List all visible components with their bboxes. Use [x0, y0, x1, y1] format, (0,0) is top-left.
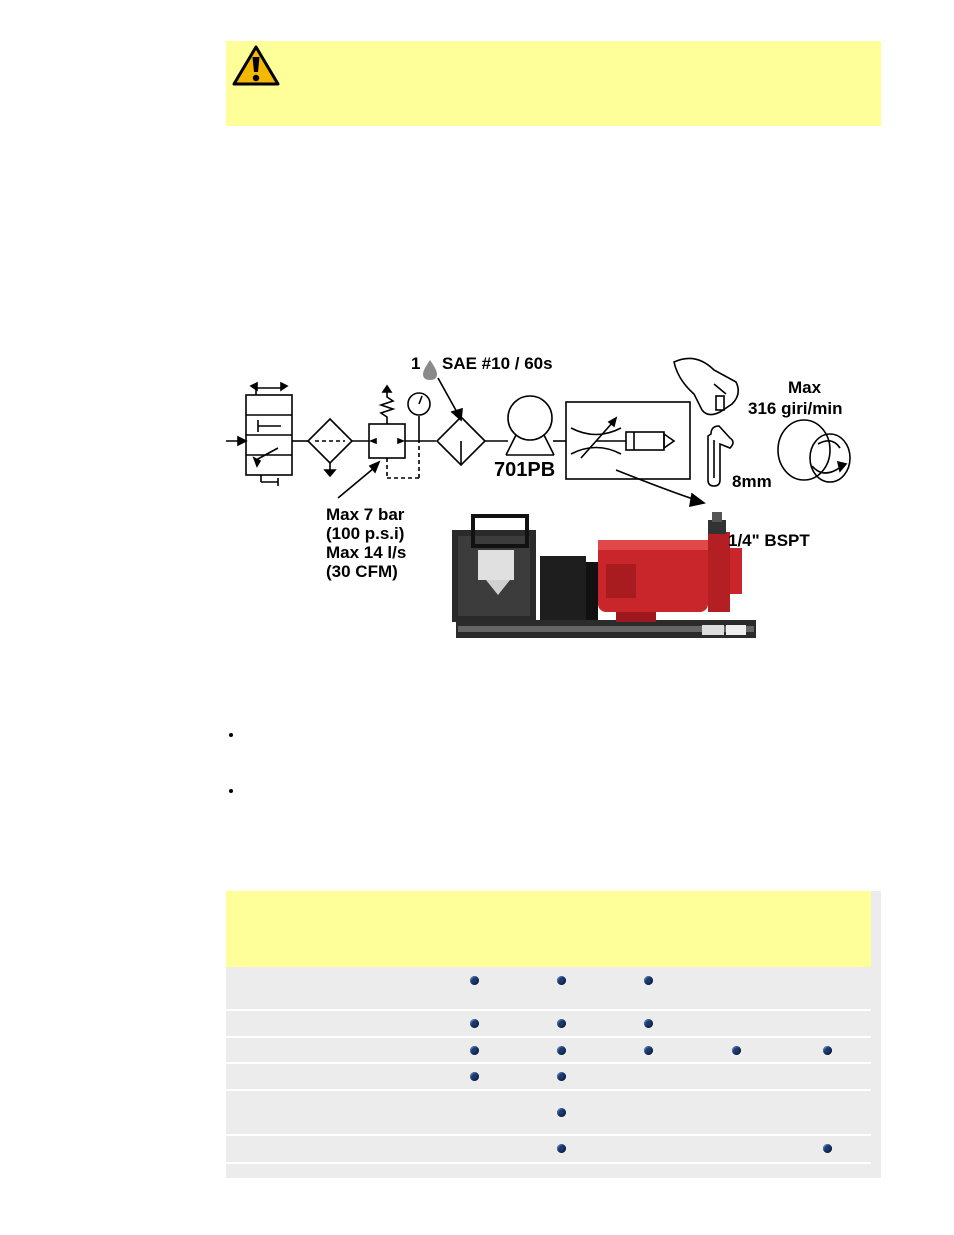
- table-dot: [644, 1019, 653, 1028]
- table-dot: [470, 1046, 479, 1055]
- table-row: [226, 1091, 871, 1136]
- pump-model-label: 701PB: [494, 459, 556, 481]
- oil-spec-label: SAE #10 / 60s: [442, 354, 553, 373]
- list-bullet: [229, 789, 233, 793]
- table-row: [226, 1038, 871, 1064]
- warning-box: [226, 41, 881, 126]
- table-dot: [644, 1046, 653, 1055]
- table-dot: [557, 1019, 566, 1028]
- oil-quantity-label: 1: [411, 354, 421, 373]
- warning-triangle-icon: [232, 45, 280, 86]
- compatibility-table: [226, 891, 881, 1178]
- table-row: [226, 1136, 871, 1164]
- table-dot: [823, 1046, 832, 1055]
- table-dot: [557, 1046, 566, 1055]
- table-dot: [557, 976, 566, 985]
- table-row: [226, 1011, 871, 1038]
- list-bullet: [229, 733, 233, 737]
- table-header: [226, 891, 871, 967]
- table-row: [226, 1064, 871, 1091]
- table-dot: [470, 1019, 479, 1028]
- pneumatic-circuit-diagram: [226, 357, 851, 638]
- table-dot: [557, 1072, 566, 1081]
- air-spec-label: Max 7 bar (100 p.s.i) Max 14 l/s (30 CFM…: [326, 505, 407, 581]
- table-dot: [644, 976, 653, 985]
- table-dot: [470, 976, 479, 985]
- installation-diagram: 1 SAE #10 / 60s 701PB Max 316 giri/min 8…: [226, 340, 881, 650]
- table-dot: [470, 1072, 479, 1081]
- wrench-size-label: 8mm: [732, 472, 772, 491]
- table-dot: [557, 1108, 566, 1117]
- oil-drop-icon: [423, 360, 437, 380]
- thread-label: 1/4" BSPT: [728, 531, 810, 550]
- pump-illustration: [452, 512, 756, 638]
- table-dot: [823, 1144, 832, 1153]
- max-label: Max: [788, 378, 822, 397]
- table-dot: [732, 1046, 741, 1055]
- max-speed-label: 316 giri/min: [748, 399, 843, 418]
- table-row: [226, 968, 871, 1011]
- table-dot: [557, 1144, 566, 1153]
